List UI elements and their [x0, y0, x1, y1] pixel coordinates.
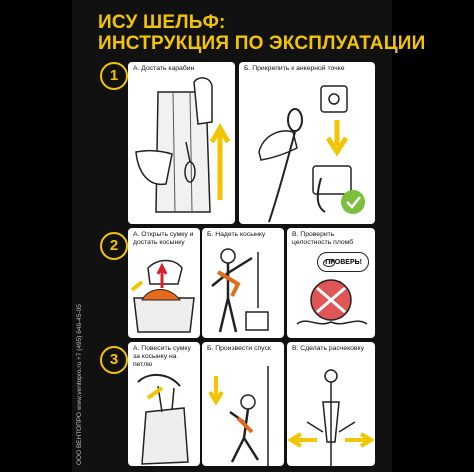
eye-icon	[323, 259, 335, 267]
step-2-number: 2	[100, 232, 128, 260]
panel-1a-caption: А. Достать карабин	[133, 65, 195, 72]
panel-3a: А. Повесить сумку за косынку на петлю	[128, 342, 200, 466]
hang-bag-illustration	[137, 374, 189, 465]
anchor-attach-illustration	[258, 85, 365, 223]
panel-1b-caption: Б. Прикрепить к анкерной точке	[244, 65, 345, 72]
bag-carabiner-illustration	[135, 77, 231, 213]
arrow-left-icon	[287, 432, 317, 448]
panel-3c: В. Сделать расчековку	[287, 342, 375, 466]
poster-title: ИСУ ШЕЛЬФ: ИНСТРУКЦИЯ ПО ЭКСПЛУАТАЦИИ	[98, 12, 426, 54]
panel-2c-caption: В. Проверить целостность пломб	[292, 231, 354, 246]
arrow-right-icon	[345, 432, 375, 448]
panel-1b: Б. Прикрепить к анкерной точке	[239, 62, 375, 224]
panel-2a-caption: А. Открыть сумку и достать косынку	[133, 231, 194, 246]
wear-sling-illustration	[211, 248, 269, 333]
release-illustration	[287, 369, 375, 466]
panel-3a-caption: А. Повесить сумку за косынку на петлю	[133, 345, 191, 368]
arrow-up-icon	[209, 122, 231, 200]
title-line-1: ИСУ ШЕЛЬФ:	[98, 12, 226, 33]
step-1-number: 1	[100, 62, 128, 90]
title-line-2: ИНСТРУКЦИЯ ПО ЭКСПЛУАТАЦИИ	[98, 33, 426, 54]
open-bag-illustration	[130, 259, 195, 333]
side-contact-text: ООО ВЕНТОПРО www.ventopro.ru +7 (495) 64…	[76, 304, 83, 465]
arrow-down-icon	[325, 120, 349, 157]
arrow-down-icon	[208, 376, 224, 406]
check-badge: ПРОВЕРЬ!	[317, 252, 369, 272]
step-3-number: 3	[100, 346, 128, 374]
panel-3b: Б. Произвести спуск	[202, 342, 284, 466]
panel-2b: Б. Надеть косынку	[202, 228, 284, 338]
seal-check-illustration	[296, 279, 368, 325]
panel-3c-caption: В. Сделать расчековку	[292, 345, 364, 352]
panel-1a: А. Достать карабин	[128, 62, 235, 224]
panel-3b-caption: Б. Произвести спуск	[207, 345, 271, 352]
panel-2b-caption: Б. Надеть косынку	[207, 231, 266, 238]
panel-2c: В. Проверить целостность пломб ПРОВЕРЬ!	[287, 228, 375, 338]
checkmark-icon	[341, 190, 365, 214]
panel-2a: А. Открыть сумку и достать косынку	[128, 228, 200, 338]
descent-illustration	[208, 366, 269, 466]
